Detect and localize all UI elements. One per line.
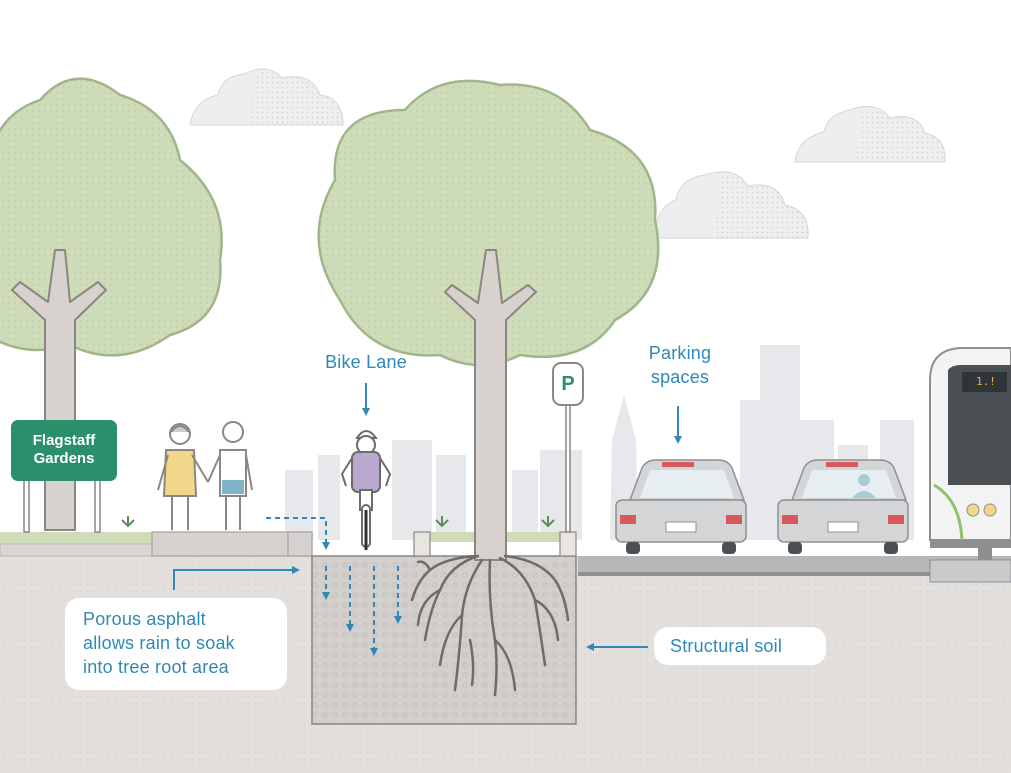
structural-soil-label: Structural soil	[670, 636, 783, 656]
porous-path	[151, 531, 313, 557]
cloud-icon	[794, 105, 946, 163]
cyclist-icon	[340, 430, 392, 550]
arrow-right-icon	[173, 566, 300, 590]
parking-sign-icon	[552, 362, 584, 533]
person-icon	[207, 421, 253, 530]
porous-asphalt-label: Porous asphalt allows rain to soak into …	[83, 609, 235, 677]
sign-line-1: Flagstaff	[32, 432, 96, 449]
tree-roots	[410, 554, 570, 697]
car-icon	[615, 459, 747, 554]
bike-lane-label: Bike Lane	[325, 352, 407, 372]
tree-icon	[0, 77, 223, 531]
porous-asphalt-callout: Porous asphalt allows rain to soak into …	[65, 598, 287, 690]
rain-infiltration-arrows	[266, 517, 402, 656]
grass-tufts	[121, 516, 555, 528]
sign-line-2: Gardens	[33, 450, 95, 467]
person-icon	[157, 423, 209, 530]
bus-destination-display: 1.!	[976, 375, 996, 388]
structural-soil-callout: Structural soil	[654, 627, 826, 665]
grass-strip	[0, 532, 152, 544]
flagstaff-sign-label: Flagstaff Gardens	[11, 432, 117, 468]
road-surface	[578, 556, 1011, 572]
flagstaff-sign	[11, 420, 117, 533]
cloud-icon	[189, 68, 344, 126]
car-icon	[777, 459, 909, 554]
tree-icon	[317, 79, 660, 561]
parking-spaces-label: Parking spaces	[648, 343, 712, 387]
cloud-icon	[654, 171, 809, 239]
parking-sign-letter: P	[561, 373, 575, 395]
bus-icon	[929, 347, 1011, 560]
